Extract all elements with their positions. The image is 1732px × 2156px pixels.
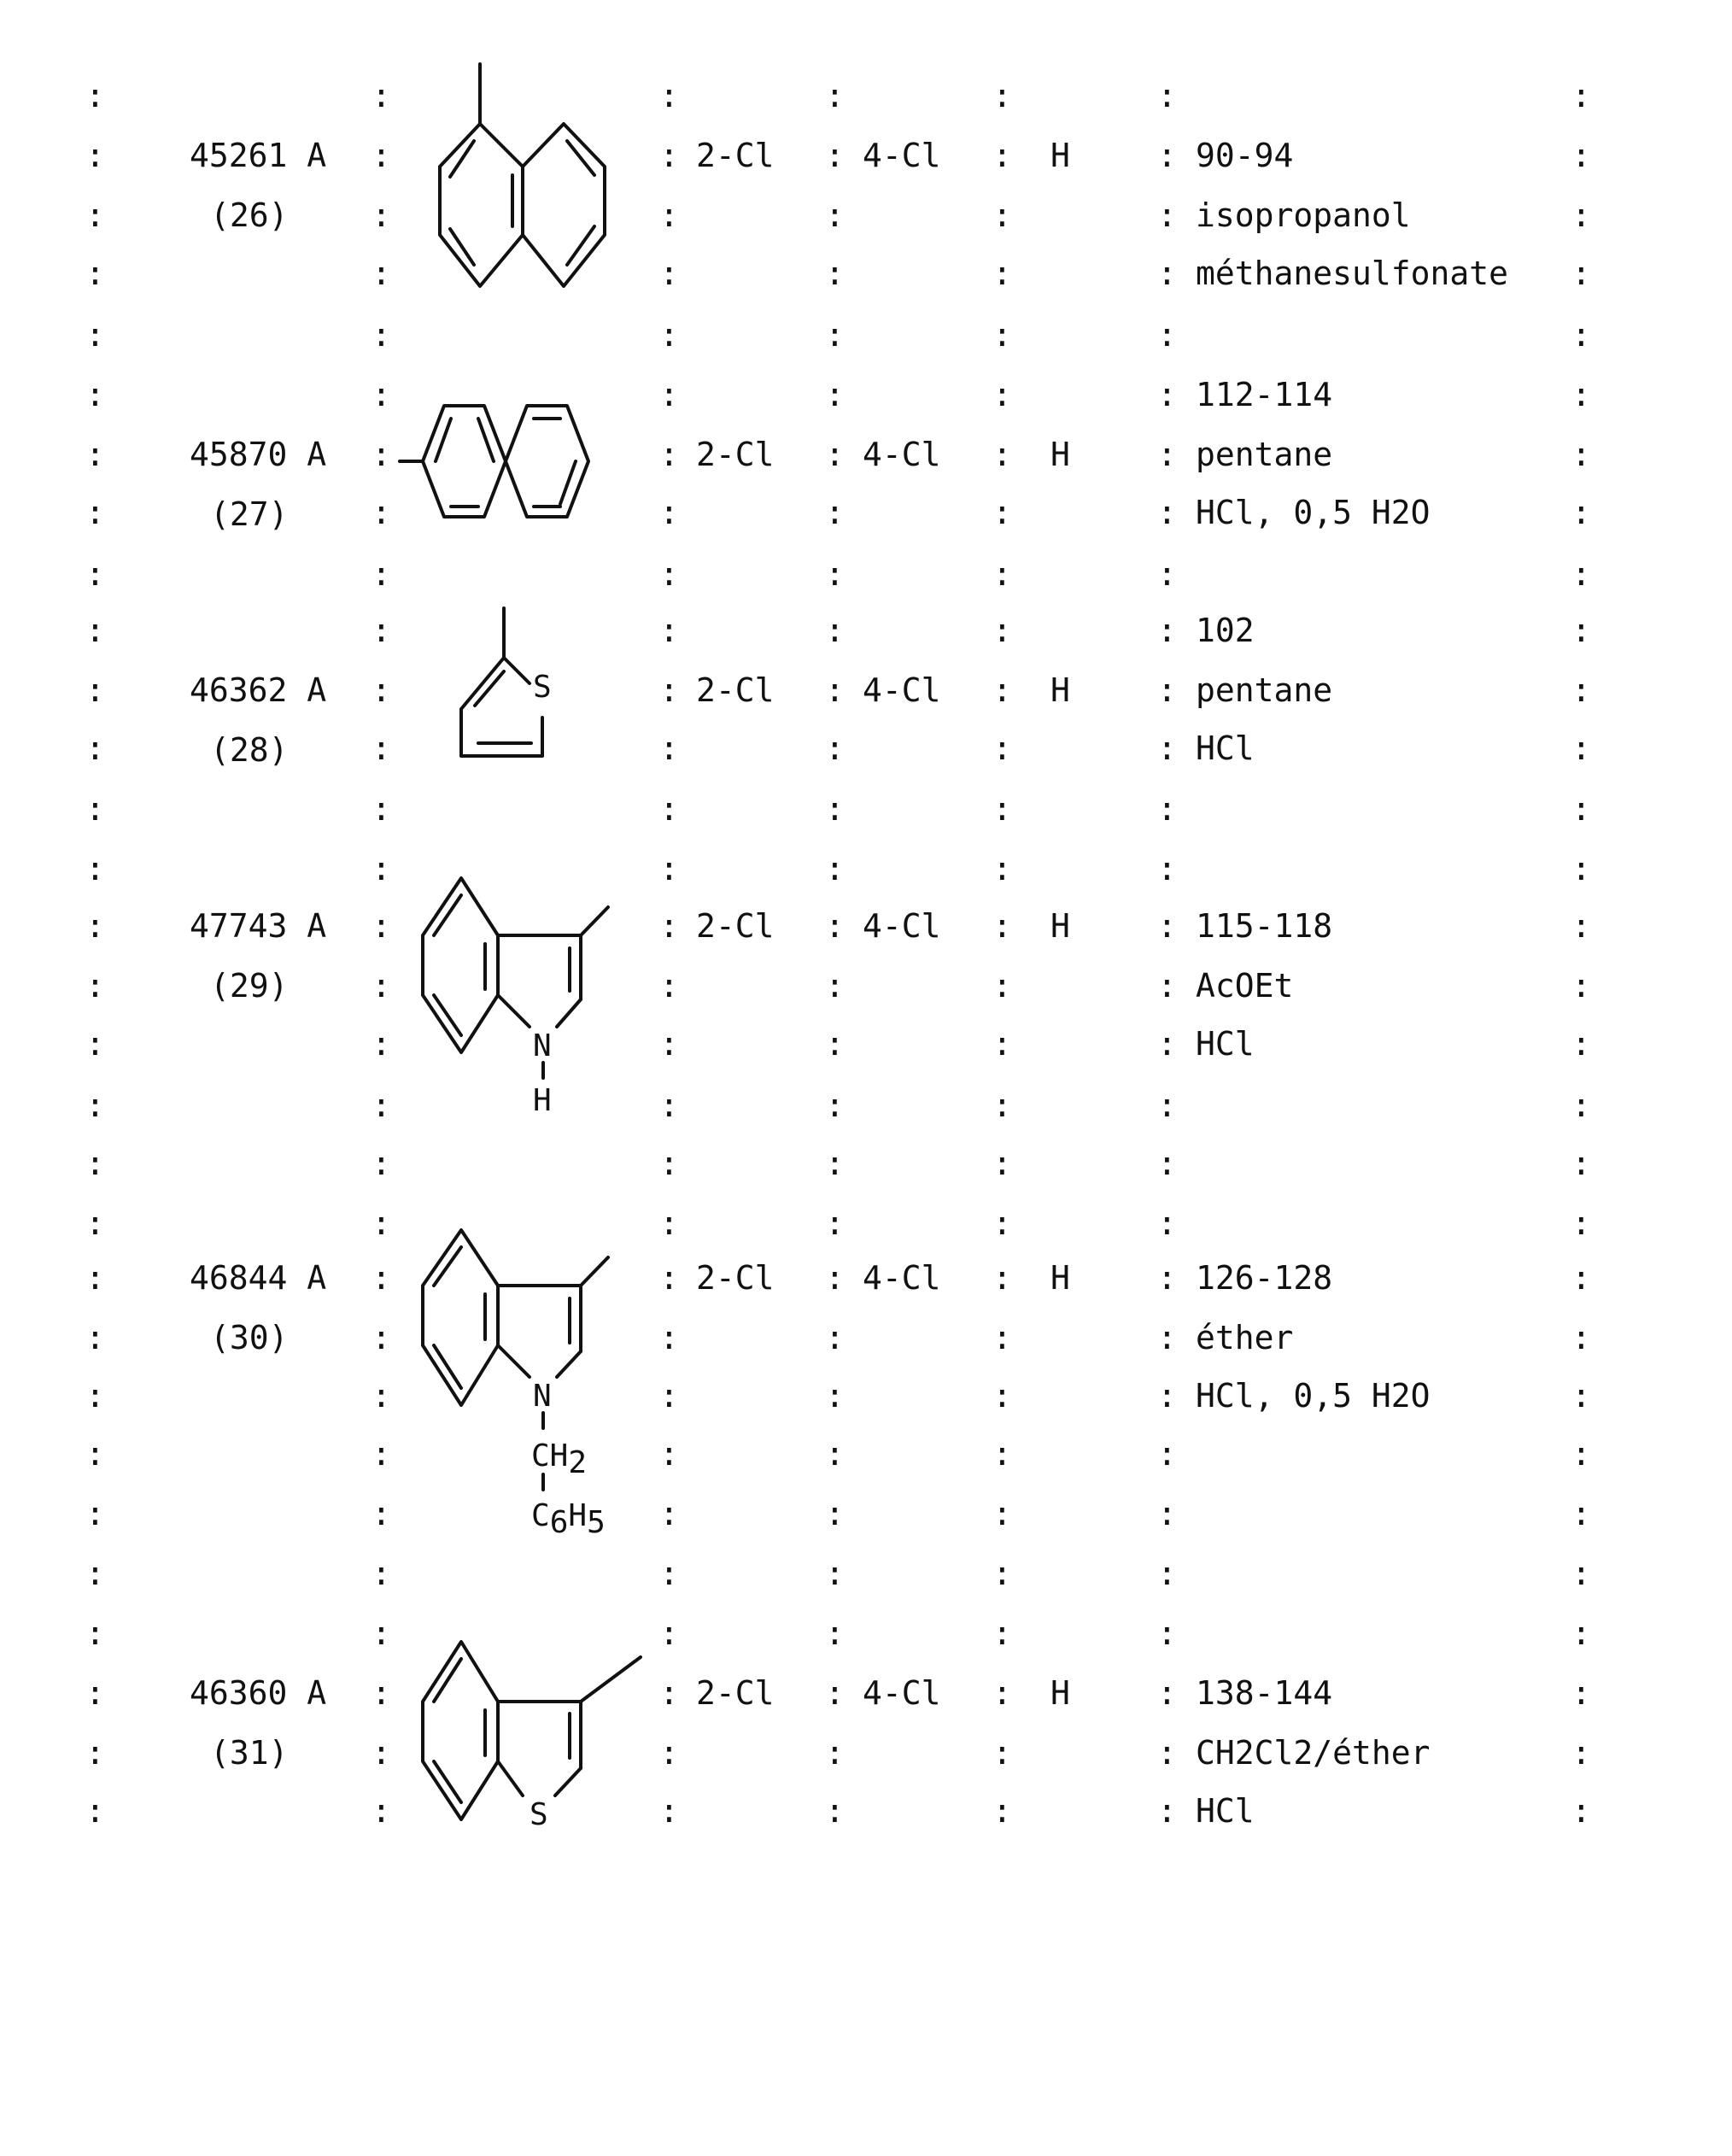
svg-text:H: H — [533, 1083, 552, 1118]
indole-structure: N H — [423, 878, 608, 1118]
svg-text:S: S — [533, 670, 552, 705]
svg-text:CH2: CH2 — [531, 1438, 587, 1480]
naphthalene-structure — [440, 64, 605, 286]
svg-text:N: N — [533, 1379, 552, 1414]
thiophene-structure: S — [461, 608, 552, 756]
biphenyl-structure — [400, 406, 588, 517]
svg-text:C6H5: C6H5 — [531, 1498, 606, 1540]
benzyl-indole-structure: N CH2 C6H5 — [423, 1230, 608, 1540]
benzothiophene-structure: S — [423, 1642, 641, 1832]
svg-text:N: N — [533, 1028, 552, 1063]
svg-text:S: S — [530, 1797, 548, 1832]
